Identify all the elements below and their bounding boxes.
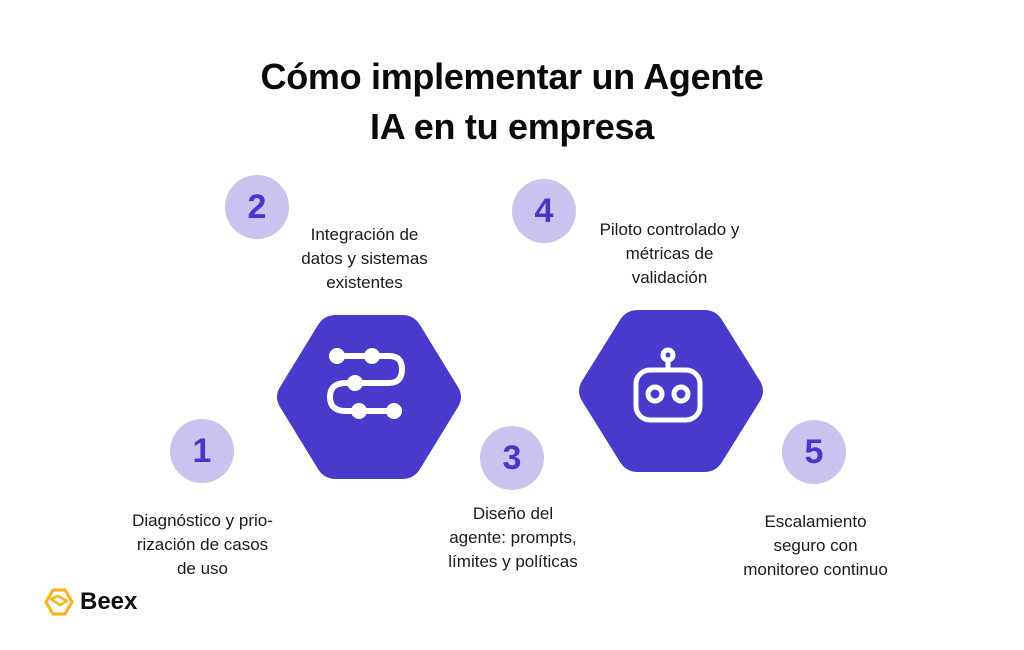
page-title: Cómo implementar un Agente IA en tu empr… xyxy=(0,52,1024,152)
step-4-badge: 4 xyxy=(512,179,576,243)
step-1-badge: 1 xyxy=(170,419,234,483)
step-3-badge: 3 xyxy=(480,426,544,490)
title-line-2: IA en tu empresa xyxy=(370,106,654,147)
hexagon-integration xyxy=(274,311,464,483)
workflow-path-icon xyxy=(326,353,406,414)
hexagon-pilot xyxy=(576,306,766,476)
title-line-1: Cómo implementar un Agente xyxy=(260,56,764,97)
step-5-badge: 5 xyxy=(782,420,846,484)
brand-name: Beex xyxy=(80,588,138,615)
step-3-text: Diseño del agente: prompts, límites y po… xyxy=(448,504,578,571)
step-2-badge: 2 xyxy=(225,175,289,239)
step-5-text: Escalamiento seguro con monitoreo contin… xyxy=(743,512,888,579)
step-4-text: Piloto controlado y métricas de validaci… xyxy=(599,220,740,287)
brand-logo: Beex xyxy=(44,588,137,616)
step-1-text: Diagnóstico y prio- rización de casos de… xyxy=(132,511,273,578)
hexagon-logo-icon xyxy=(44,588,74,616)
step-2-text: Integración de datos y sistemas existent… xyxy=(301,225,428,292)
robot-icon xyxy=(633,347,703,423)
